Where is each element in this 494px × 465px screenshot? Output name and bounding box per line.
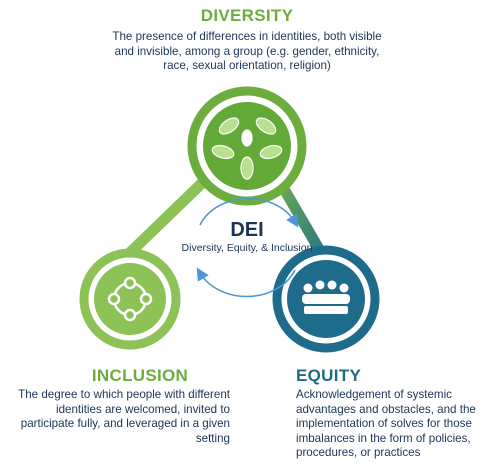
- diversity-description: The presence of differences in identitie…: [112, 30, 382, 72]
- diversity-title: DIVERSITY: [200, 6, 294, 25]
- inclusion-node: [79, 248, 181, 350]
- equity-title: EQUITY: [296, 366, 362, 385]
- group-icon: [302, 280, 350, 314]
- dei-subtitle: Diversity, Equity, & Inclusion: [181, 242, 313, 254]
- arrow-bottom: [196, 267, 296, 298]
- inclusion-title: INCLUSION: [91, 366, 189, 385]
- circle-nodes-icon: [107, 276, 153, 322]
- cycle-arrows: [196, 197, 299, 298]
- arrow-top: [199, 197, 299, 228]
- inclusion-description: The degree to which people with differen…: [18, 388, 230, 445]
- equity-description: Acknowledgement of systemic advantages a…: [296, 388, 476, 459]
- equity-node: [272, 245, 380, 353]
- diversity-node: [187, 86, 307, 206]
- hands-icon: [211, 117, 283, 180]
- dei-title: DEI: [230, 219, 264, 241]
